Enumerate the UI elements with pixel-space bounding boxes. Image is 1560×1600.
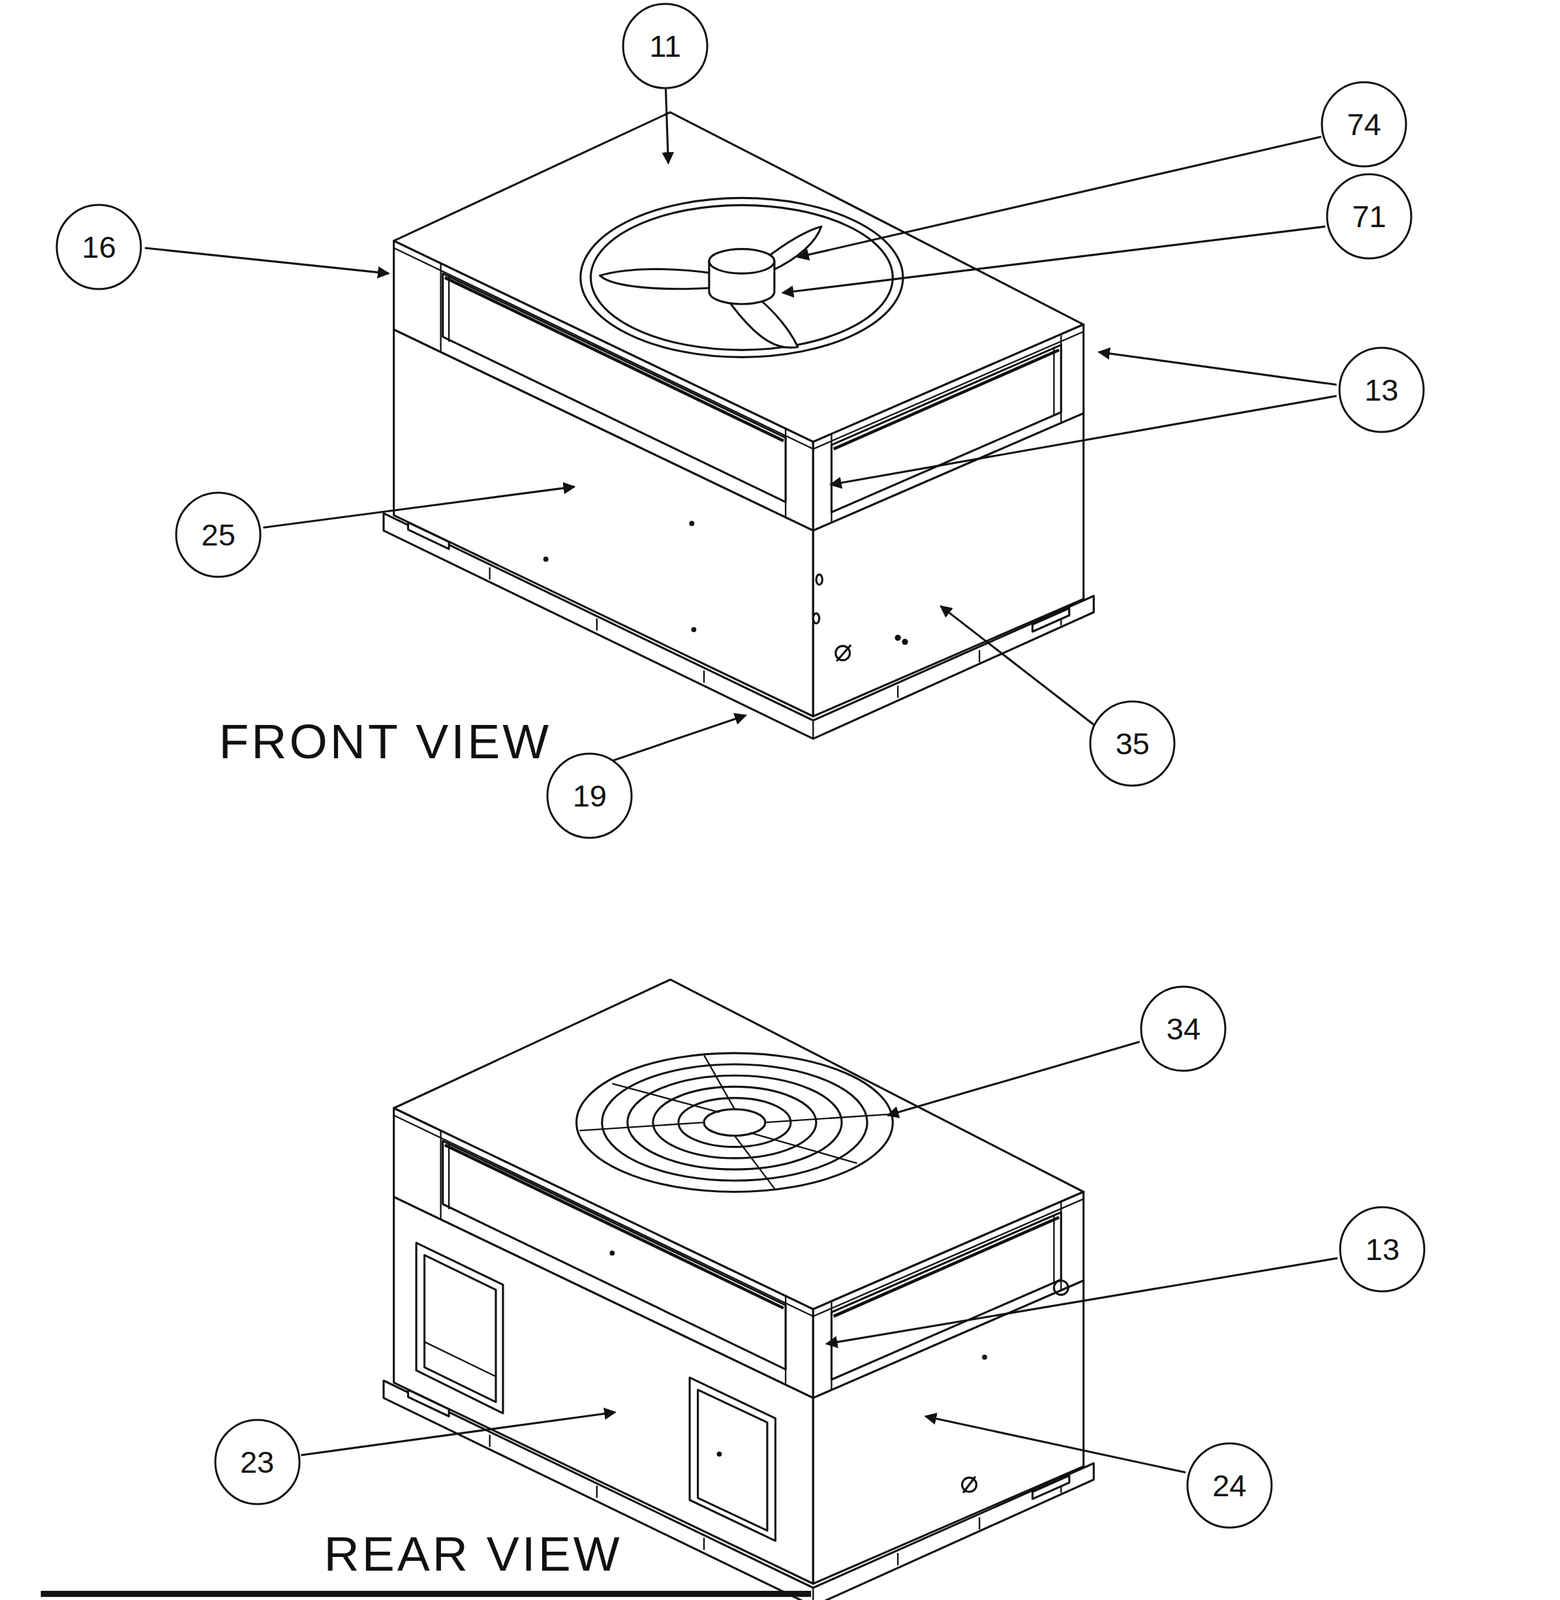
leader-line xyxy=(262,486,575,528)
callout-circle xyxy=(547,753,632,838)
callout-number: 35 xyxy=(1115,728,1150,759)
panel-dot xyxy=(717,1452,721,1456)
duct-opening xyxy=(416,1242,504,1414)
callout-number: 19 xyxy=(572,780,607,811)
fan-orifice xyxy=(590,204,893,350)
fan-grille xyxy=(627,1075,842,1170)
panel-dot xyxy=(544,557,548,562)
callout-bubble: 74 xyxy=(1320,80,1408,168)
view-label: REAR VIEW xyxy=(321,1529,626,1579)
side-panel xyxy=(394,329,814,717)
leader-line xyxy=(144,247,389,274)
panel-dot xyxy=(692,628,696,632)
condenser-fan xyxy=(580,197,903,357)
panel-hole xyxy=(1053,1280,1069,1296)
callout-circle xyxy=(1187,1443,1272,1528)
callout-bubble: 16 xyxy=(55,203,143,291)
callout-number: 11 xyxy=(649,30,682,62)
duct-opening xyxy=(424,1254,496,1402)
leader-line xyxy=(830,396,1337,485)
rear-details xyxy=(416,1053,1069,1541)
callout-circle xyxy=(215,1419,300,1504)
panel-dot xyxy=(895,635,900,640)
fan-grille xyxy=(576,1053,894,1193)
fan-grille xyxy=(653,1086,817,1158)
panel-hole xyxy=(816,574,823,585)
callout-bubble: 34 xyxy=(1139,985,1227,1072)
callout-circle xyxy=(623,3,708,89)
callout-bubble: 13 xyxy=(1338,1205,1426,1293)
callout-bubble: 11 xyxy=(621,2,709,90)
callout-circle xyxy=(176,492,261,577)
page-rule xyxy=(41,1590,812,1597)
panel-dot xyxy=(690,521,694,526)
view-label: FRONT VIEW xyxy=(216,717,554,766)
callout-bubble: 19 xyxy=(546,752,633,840)
duct-opening xyxy=(424,1341,496,1377)
cabinet xyxy=(383,979,1094,1600)
fan-grille xyxy=(579,1055,890,1190)
leader-line xyxy=(1098,352,1337,385)
panel-dot xyxy=(610,1251,614,1255)
callout-bubble: 35 xyxy=(1088,700,1176,787)
leader-line xyxy=(300,1411,616,1455)
callout-circle xyxy=(1340,1207,1425,1292)
callout-bubble: 24 xyxy=(1186,1441,1273,1529)
panel-dot xyxy=(902,639,907,644)
callout-circle xyxy=(56,204,141,290)
panel-hole xyxy=(812,613,819,624)
leader-line xyxy=(940,606,1095,726)
fan-orifice xyxy=(580,197,903,357)
callout-circle xyxy=(1339,347,1424,432)
fan-grille xyxy=(703,1109,766,1136)
front-panel-details xyxy=(544,521,907,661)
callout-number: 13 xyxy=(1365,1233,1400,1265)
duct-opening xyxy=(698,1389,768,1531)
side-panel xyxy=(812,412,1084,716)
leader-line xyxy=(925,1416,1186,1473)
callout-number: 25 xyxy=(201,519,236,551)
callout-bubble: 23 xyxy=(214,1418,301,1506)
fan-motor xyxy=(709,249,775,275)
cabinet xyxy=(383,112,1094,739)
service-port xyxy=(836,644,851,661)
service-port xyxy=(963,1476,976,1493)
callout-number: 23 xyxy=(240,1446,275,1478)
callout-circle xyxy=(1327,174,1412,259)
callout-number: 24 xyxy=(1212,1469,1247,1501)
leader-line xyxy=(826,1257,1338,1344)
callout-circle xyxy=(1141,986,1226,1071)
callout-bubble: 25 xyxy=(174,491,262,579)
callout-circle xyxy=(1321,82,1407,167)
duct-opening xyxy=(689,1377,776,1541)
callout-number: 34 xyxy=(1166,1013,1201,1044)
callout-number: 74 xyxy=(1347,108,1382,140)
panel-dot xyxy=(983,1355,987,1359)
leader-line xyxy=(797,137,1322,258)
leader-line xyxy=(782,226,1326,293)
callout-circle xyxy=(1090,701,1175,786)
callout-number: 16 xyxy=(82,231,117,263)
callout-bubble: 13 xyxy=(1338,346,1425,434)
leader-lines xyxy=(144,73,1338,1473)
fan-grille xyxy=(602,1064,868,1181)
callout-number: 13 xyxy=(1364,374,1399,406)
fan-blade xyxy=(599,268,714,289)
callout-bubble: 71 xyxy=(1325,172,1413,260)
coil-edge xyxy=(833,349,1060,449)
callout-number: 71 xyxy=(1351,200,1386,232)
leader-line xyxy=(887,1041,1140,1116)
